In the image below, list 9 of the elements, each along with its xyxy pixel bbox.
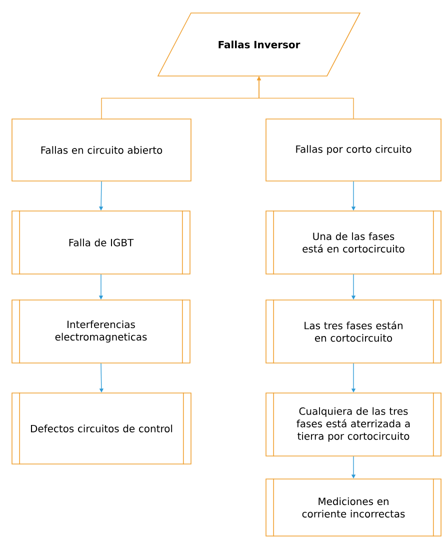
predefined-process-box: Interferencias electromagneticas	[12, 299, 190, 364]
predefined-process-box: Mediciones en corriente incorrectas	[266, 478, 442, 537]
predefined-process-box: Cualquiera de las tres fases está aterrizada a tierra por cortocircuito	[266, 392, 442, 457]
predefined-process-box: Falla de IGBT	[12, 210, 190, 275]
predefined-process-box: Defectos circuitos de control	[12, 392, 192, 465]
predefined-process-box: Una de las fases está en cortocircuito	[266, 210, 442, 275]
process-box: Fallas en circuito abierto	[12, 118, 192, 182]
predefined-process-box: Las tres fases están en cortocircuito	[266, 299, 442, 364]
process-box: Fallas por corto circuito	[266, 118, 442, 182]
